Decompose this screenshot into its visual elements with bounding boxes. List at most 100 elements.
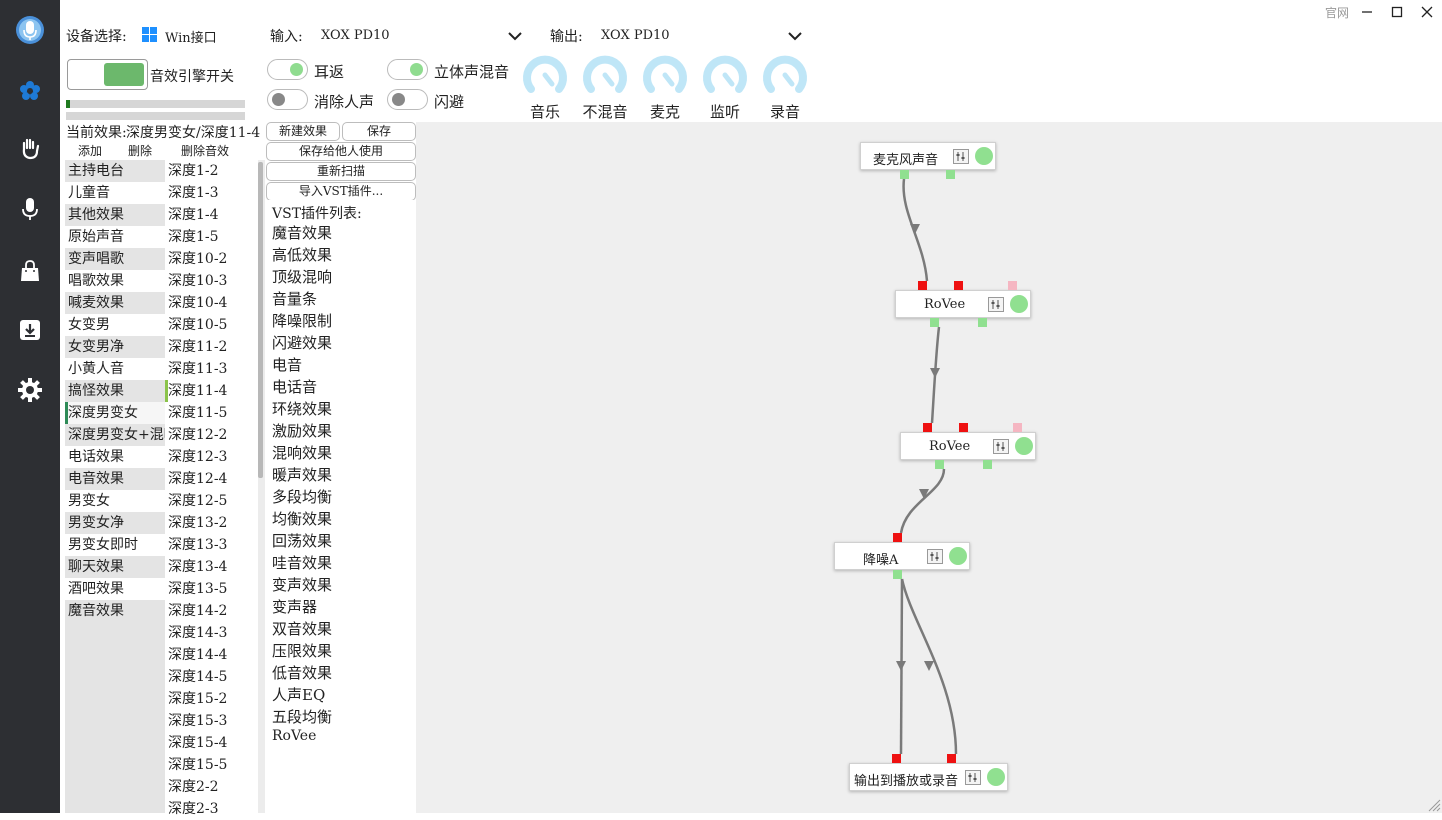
resize-grip-icon[interactable] [1427, 798, 1441, 812]
node-input-port[interactable] [893, 533, 902, 542]
new-effect-button[interactable]: 新建效果 [266, 122, 340, 141]
node-aux-port[interactable] [1008, 281, 1017, 290]
preset-item[interactable]: 深度12-2 [168, 427, 228, 443]
preset-item[interactable]: 深度11-5 [168, 405, 228, 421]
rescan-button[interactable]: 重新扫描 [266, 162, 416, 181]
preset-item[interactable]: 深度11-2 [168, 339, 228, 355]
node-input-port[interactable] [959, 423, 968, 432]
category-item[interactable]: 男变女即时 [65, 534, 165, 556]
official-site-link[interactable]: 官网 [1325, 6, 1350, 20]
preset-item[interactable]: 深度13-5 [168, 581, 228, 597]
vst-item[interactable]: 魔音效果 [272, 224, 333, 242]
vst-item[interactable]: 电话音 [272, 378, 318, 396]
category-item[interactable]: 男变女 [65, 490, 165, 512]
preset-item[interactable]: 深度14-3 [168, 625, 228, 641]
preset-item[interactable]: 深度10-3 [168, 273, 228, 289]
node-output-port[interactable] [946, 170, 955, 179]
preset-item[interactable]: 深度14-2 [168, 603, 228, 619]
node-enable-toggle[interactable] [949, 547, 967, 565]
graph-node[interactable]: 麦克风声音 [860, 142, 996, 170]
graph-node[interactable]: 输出到播放或录音 [849, 763, 1008, 791]
category-item[interactable]: 变声唱歌 [65, 248, 165, 270]
preset-item[interactable]: 深度10-4 [168, 295, 228, 311]
maximize-button[interactable] [1386, 2, 1408, 22]
preset-item[interactable]: 深度13-2 [168, 515, 228, 531]
category-item[interactable]: 搞怪效果 [65, 380, 165, 402]
node-aux-port[interactable] [1013, 423, 1022, 432]
node-input-port[interactable] [947, 754, 956, 763]
stereo-mix-toggle[interactable] [387, 59, 428, 80]
vst-item[interactable]: 变声效果 [272, 576, 333, 594]
category-item[interactable]: 主持电台 [65, 160, 165, 182]
category-item[interactable]: 儿童音 [65, 182, 165, 204]
save-share-button[interactable]: 保存给他人使用 [266, 142, 416, 161]
preset-scrollbar[interactable] [258, 162, 263, 478]
import-vst-button[interactable]: 导入VST插件... [266, 182, 416, 201]
input-chevron-down-icon[interactable] [507, 30, 523, 42]
preset-item[interactable]: 深度1-5 [168, 229, 219, 245]
knob-2[interactable] [581, 51, 629, 99]
vocal-remove-toggle[interactable] [267, 89, 308, 110]
knob-4[interactable] [701, 51, 749, 99]
delete-effect-button[interactable]: 删除音效 [181, 144, 230, 158]
preset-item[interactable]: 深度15-5 [168, 757, 228, 773]
vst-item[interactable]: 双音效果 [272, 620, 333, 638]
node-enable-toggle[interactable] [1010, 295, 1028, 313]
category-item[interactable]: 唱歌效果 [65, 270, 165, 292]
graph-node[interactable]: RoVee [895, 290, 1031, 318]
vst-item[interactable]: 变声器 [272, 598, 318, 616]
vst-item[interactable]: 顶级混响 [272, 268, 333, 286]
download-icon[interactable] [14, 314, 46, 346]
vst-item[interactable]: 五段均衡 [272, 708, 333, 726]
category-item[interactable]: 魔音效果 [65, 600, 165, 622]
node-output-port[interactable] [930, 318, 939, 327]
node-settings-icon[interactable] [993, 439, 1009, 454]
input-device-select[interactable]: XOX PD10 [321, 28, 390, 43]
vst-item[interactable]: 混响效果 [272, 444, 333, 462]
preset-item[interactable]: 深度13-4 [168, 559, 228, 575]
node-output-port[interactable] [935, 460, 944, 469]
microphone-icon[interactable] [14, 193, 46, 225]
graph-node[interactable]: RoVee [900, 432, 1036, 460]
vst-item[interactable]: 暖声效果 [272, 466, 333, 484]
node-settings-icon[interactable] [988, 297, 1004, 312]
category-item[interactable]: 聊天效果 [65, 556, 165, 578]
minimize-button[interactable] [1356, 2, 1378, 22]
monitor-toggle[interactable] [267, 59, 308, 80]
preset-item[interactable]: 深度1-2 [168, 163, 219, 179]
node-output-port[interactable] [978, 318, 987, 327]
category-item[interactable]: 女变男净 [65, 336, 165, 358]
vst-item[interactable]: 多段均衡 [272, 488, 333, 506]
preset-item[interactable]: 深度11-4 [165, 380, 258, 402]
preset-item[interactable]: 深度10-5 [168, 317, 228, 333]
output-chevron-down-icon[interactable] [787, 30, 803, 42]
node-enable-toggle[interactable] [975, 147, 993, 165]
vst-item[interactable]: 高低效果 [272, 246, 333, 264]
node-enable-toggle[interactable] [1015, 437, 1033, 455]
vst-item[interactable]: 低音效果 [272, 664, 333, 682]
add-button[interactable]: 添加 [78, 144, 103, 158]
vst-item[interactable]: 电音 [272, 356, 303, 374]
preset-item[interactable]: 深度11-3 [168, 361, 228, 377]
preset-item[interactable]: 深度1-4 [168, 207, 219, 223]
graph-node[interactable]: 降噪A [834, 542, 970, 570]
vst-item[interactable]: 闪避效果 [272, 334, 333, 352]
effects-flower-icon[interactable] [14, 75, 46, 107]
category-item[interactable]: 小黄人音 [65, 358, 165, 380]
node-enable-toggle[interactable] [987, 768, 1005, 786]
vst-item[interactable]: 哇音效果 [272, 554, 333, 572]
preset-item[interactable]: 深度12-5 [168, 493, 228, 509]
node-output-port[interactable] [983, 460, 992, 469]
save-button[interactable]: 保存 [342, 122, 416, 141]
node-settings-icon[interactable] [927, 549, 943, 564]
vst-item[interactable]: RoVee [272, 728, 317, 744]
node-settings-icon[interactable] [965, 770, 981, 785]
preset-item[interactable]: 深度2-3 [168, 801, 219, 817]
category-item[interactable]: 深度男变女 [65, 402, 165, 424]
knob-5[interactable] [761, 51, 809, 99]
delete-button[interactable]: 删除 [128, 144, 153, 158]
category-item[interactable]: 深度男变女+混响 [65, 424, 178, 446]
category-item[interactable]: 酒吧效果 [65, 578, 165, 600]
node-input-port[interactable] [918, 281, 927, 290]
